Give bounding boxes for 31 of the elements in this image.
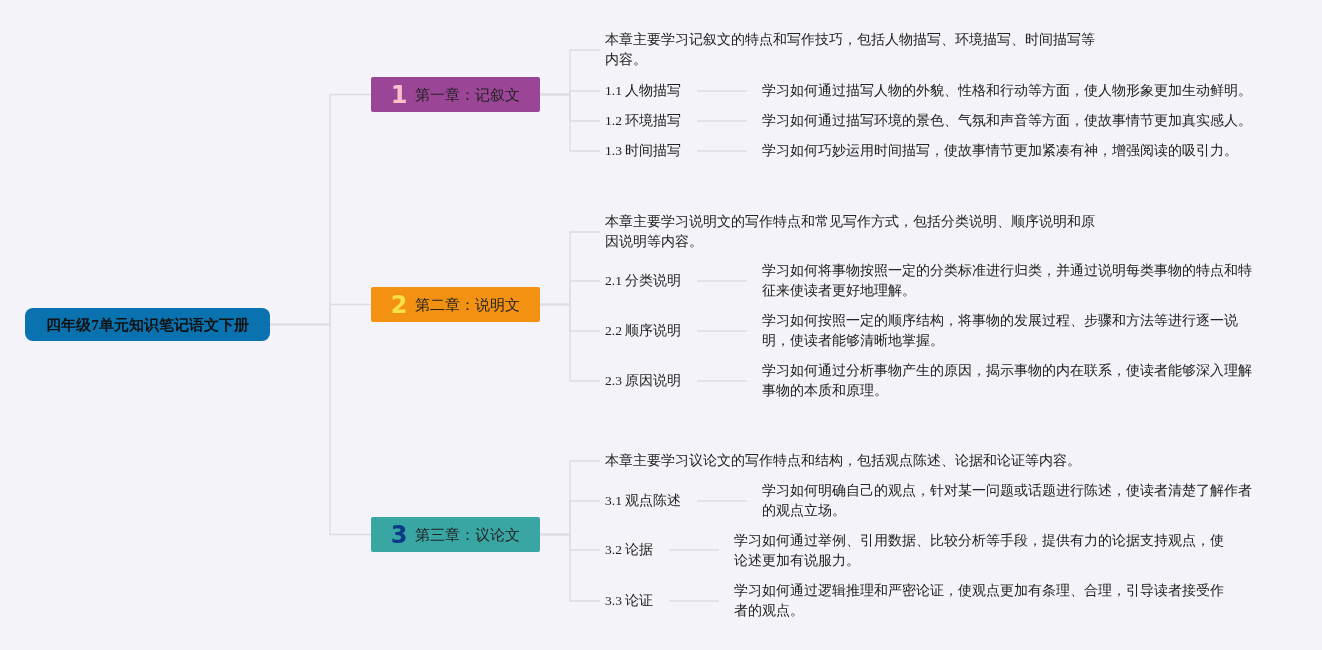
topic-text: 2.3 原因说明 (600, 371, 696, 391)
chapter-number: 2 (390, 294, 408, 315)
chapter-title: 第一章：记叙文 (415, 85, 521, 105)
chapter-box (371, 77, 540, 112)
description-text: 学习如何巧妙运用时间描写，使故事情节更加紧凑有神，增强阅读的吸引力。 (757, 141, 1287, 161)
description-text: 学习如何通过分析事物产生的原因，揭示事物的内在联系，使读者能够深入理解事物的本质和原理。 (757, 360, 1257, 402)
topic-text: 3.2 论据 (600, 540, 668, 560)
topic-text: 1.2 环境描写 (600, 111, 696, 131)
description-text: 学习如何明确自己的观点，针对某一问题或话题进行陈述，使读者清楚了解作者的观点立场。 (757, 480, 1257, 522)
description-text: 学习如何通过描写环境的景色、气氛和声音等方面，使故事情节更加真实感人。 (757, 111, 1287, 131)
chapter-number: 1 (390, 84, 408, 105)
topic-text: 3.3 论证 (600, 591, 668, 611)
description-text: 学习如何通过描写人物的外貌、性格和行动等方面，使人物形象更加生动鲜明。 (757, 81, 1287, 101)
topic-text: 2.2 顺序说明 (600, 321, 696, 341)
chapter-title: 第三章：议论文 (415, 525, 521, 545)
chapter-number: 3 (390, 524, 408, 545)
summary-text: 本章主要学习说明文的写作特点和常见写作方式，包括分类说明、顺序说明和原因说明等内容。 (600, 210, 1100, 254)
chapter-title: 第二章：说明文 (415, 295, 521, 315)
chapter-box (371, 287, 540, 322)
chapter-box (371, 517, 540, 552)
topic-text: 2.1 分类说明 (600, 271, 696, 291)
description-text: 学习如何通过逻辑推理和严密论证，使观点更加有条理、合理，引导读者接受作者的观点。 (729, 580, 1226, 622)
topic-text: 3.1 观点陈述 (600, 491, 696, 511)
topic-text: 1.1 人物描写 (600, 81, 696, 101)
description-text: 学习如何将事物按照一定的分类标准进行归类，并通过说明每类事物的特点和特征来使读者更好地理解。 (757, 260, 1257, 302)
root-box: 四年级7单元知识笔记语文下册 (25, 308, 270, 341)
description-text: 学习如何按照一定的顺序结构，将事物的发展过程、步骤和方法等进行逐一说明，使读者能够清晰地掌握。 (757, 310, 1243, 352)
summary-text: 本章主要学习记叙文的特点和写作技巧，包括人物描写、环境描写、时间描写等内容。 (600, 28, 1100, 72)
description-text: 学习如何通过举例、引用数据、比较分析等手段，提供有力的论据支持观点，使论述更加有说服力。 (729, 530, 1226, 572)
topic-text: 1.3 时间描写 (600, 141, 696, 161)
summary-text: 本章主要学习议论文的写作特点和结构，包括观点陈述、论据和论证等内容。 (600, 451, 1140, 471)
